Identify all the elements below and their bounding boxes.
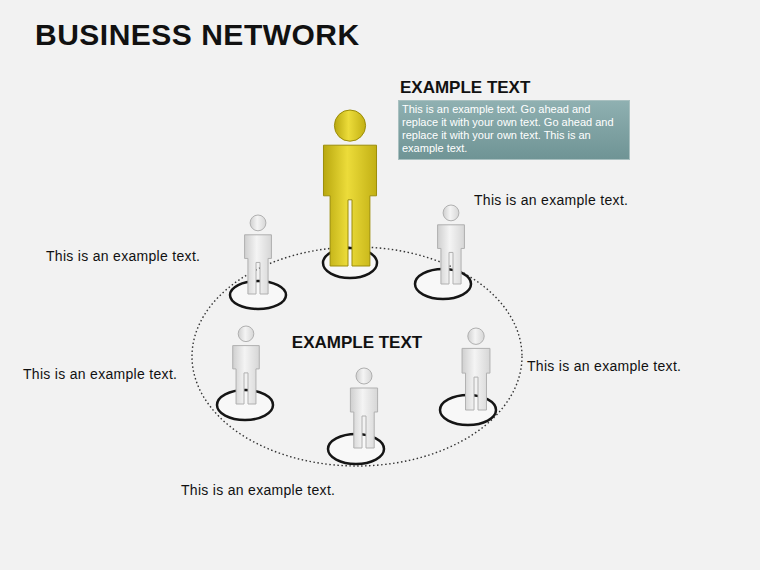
member-label: This is an example text. [527, 358, 681, 374]
member-label: This is an example text. [181, 482, 335, 498]
leader-figure [323, 110, 376, 266]
callout-heading: EXAMPLE TEXT [400, 78, 630, 98]
center-heading: EXAMPLE TEXT [292, 333, 422, 381]
network-ellipse: EXAMPLE TEXT [192, 247, 522, 466]
callout-body: This is an example text. Go ahead and re… [398, 100, 630, 160]
member-label: This is an example text. [23, 366, 177, 382]
member-figure [438, 205, 465, 284]
member-figure [245, 215, 272, 294]
member-figure [233, 326, 260, 404]
member-label: This is an example text. [46, 248, 200, 264]
member-label: This is an example text. [474, 192, 628, 208]
base-ring [230, 281, 286, 309]
network-ellipse-outline [192, 247, 522, 466]
member-figure [350, 368, 377, 448]
member-figure [462, 328, 490, 410]
base-ring [217, 390, 273, 420]
callout-box: EXAMPLE TEXTThis is an example text. Go … [398, 78, 630, 160]
page-title: BUSINESS NETWORK [35, 18, 360, 52]
